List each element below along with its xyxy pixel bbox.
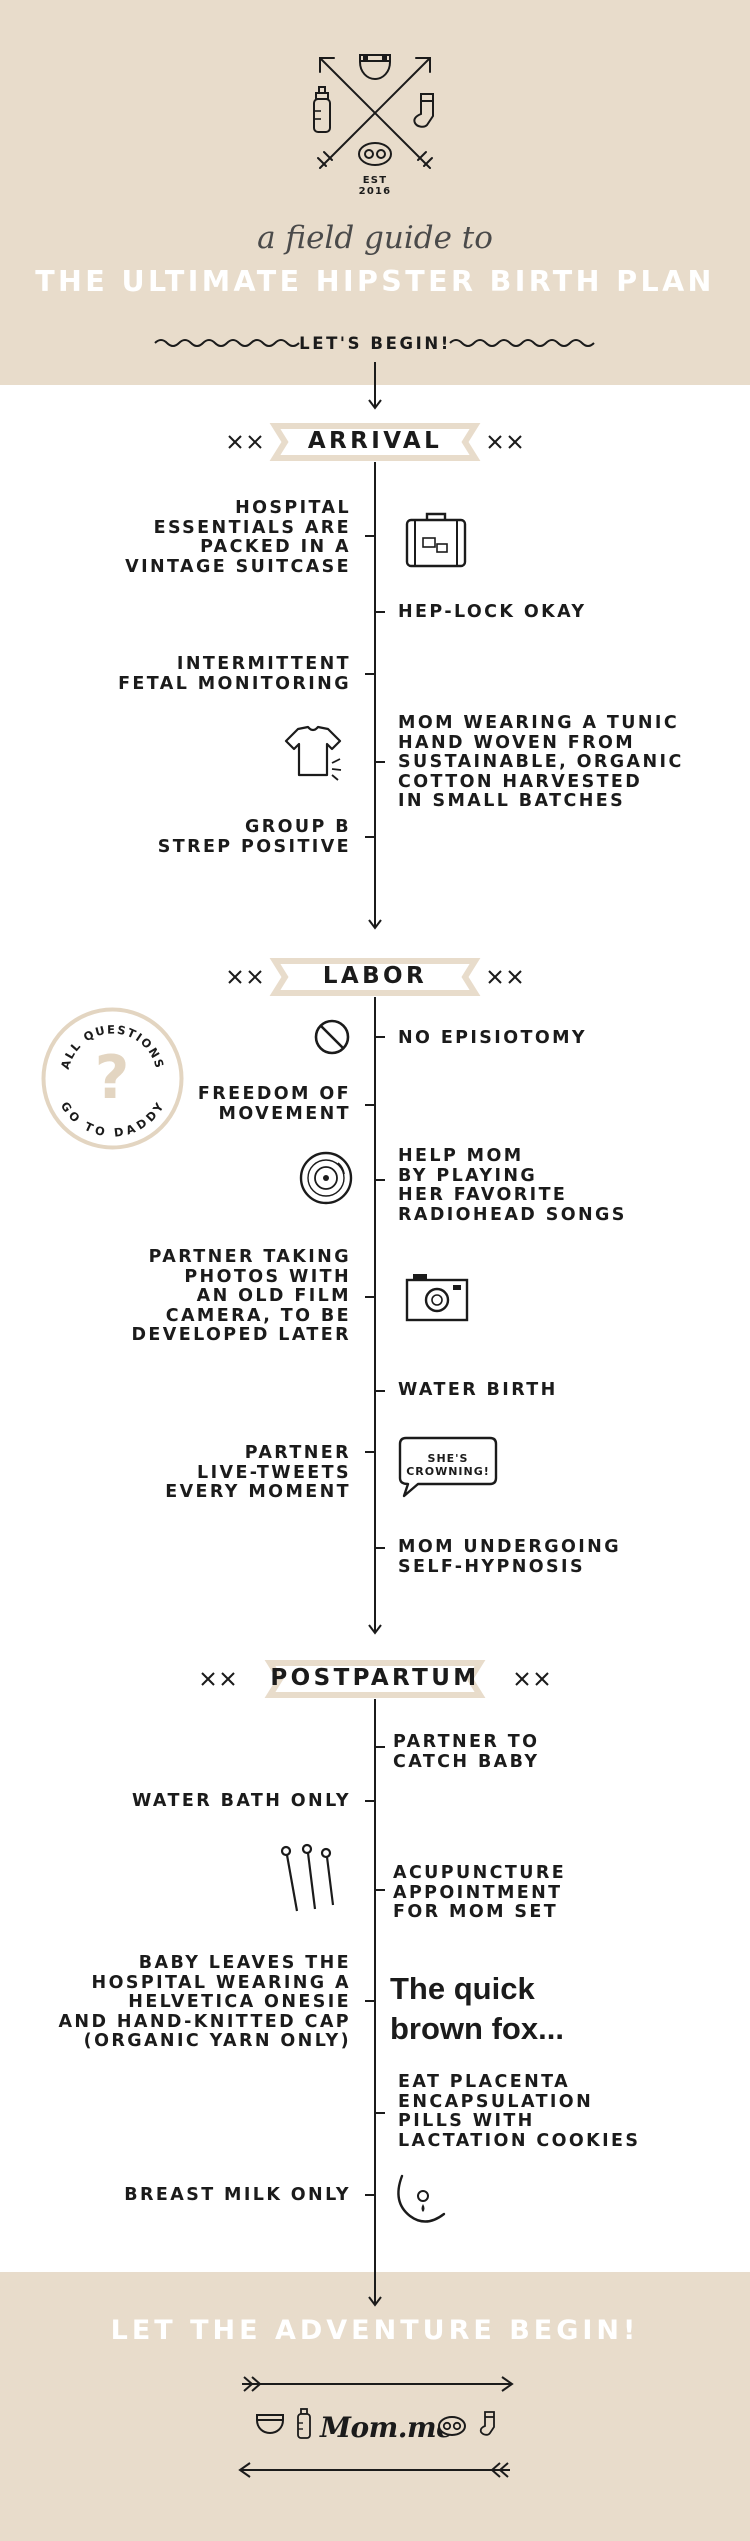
arrival-ribbon [228,423,522,461]
pacifier-icon [358,142,392,166]
crossed-arrows-logo [317,57,433,169]
item-breast-milk-text: BREAST MILK ONLY [124,2185,351,2205]
page-title: THE ULTIMATE HIPSTER BIRTH PLAN [35,265,715,298]
item-acupuncture-text: ACUPUNCTURE APPOINTMENT FOR MOM SET [393,1863,567,1922]
brand-logo-text: Mom.me [320,2411,454,2444]
labor-ribbon [228,958,522,996]
pacifier-icon [438,2416,466,2436]
badge-question-mark: ? [94,1043,130,1113]
item-movement-text: FREEDOM OF MOVEMENT [197,1084,351,1124]
timeline-labor [365,997,385,1635]
footer-arrow-top [242,2376,514,2392]
speech-bubble-text: SHE'S CROWNING! [406,1452,490,1478]
section-title-arrival: ARRIVAL [307,428,443,454]
wavy-line-left [154,339,300,347]
bottle-icon [313,86,331,133]
item-strep-text: GROUP B STREP POSITIVE [157,817,351,857]
item-water-birth-text: WATER BIRTH [398,1380,558,1400]
logo-year: EST 2016 [358,175,392,197]
item-heplock-text: HEP-LOCK OKAY [398,602,587,622]
item-onesie-text: BABY LEAVES THE HOSPITAL WEARING A HELVE… [58,1953,351,2051]
timeline-arrival [365,462,385,930]
timeline-connector-1 [368,362,382,410]
item-episiotomy-text: NO EPISIOTOMY [398,1028,587,1048]
begin-label: LET'S BEGIN! [299,334,451,353]
footer-title: LET THE ADVENTURE BEGIN! [110,2315,640,2346]
bottle-icon [297,2408,311,2439]
prohibited-icon [314,1019,350,1055]
vinyl-record-icon [299,1151,353,1205]
tshirt-icon [284,725,342,781]
item-tunic-text: MOM WEARING A TUNIC HAND WOVEN FROM SUST… [398,713,684,811]
item-bath-text: WATER BATH ONLY [132,1791,351,1811]
breast-icon [397,2174,446,2223]
item-photos-text: PARTNER TAKING PHOTOS WITH AN OLD FILM C… [131,1247,351,1345]
footer-arrow-bottom [238,2462,510,2478]
footer-band [0,2272,750,2541]
item-hypnosis-text: MOM UNDERGOING SELF-HYPNOSIS [398,1537,621,1577]
section-title-postpartum: POSTPARTUM [270,1665,480,1691]
intro-text: a field guide to [257,220,493,256]
timeline-postpartum [365,1699,385,2307]
item-placenta-text: EAT PLACENTA ENCAPSULATION PILLS WITH LA… [398,2072,641,2151]
section-title-labor: LABOR [322,963,428,989]
postpartum-ribbon [201,1660,549,1698]
acupuncture-needles-icon [280,1843,335,1912]
camera-icon [405,1274,469,1322]
diaper-icon [359,54,391,81]
diaper-icon [256,2414,284,2435]
speech-bubble-icon [398,1436,498,1498]
badge-ring: ALL QUESTIONS GO TO DADDY [41,1007,184,1150]
wavy-line-right [449,339,595,347]
item-suitcase-text: HOSPITAL ESSENTIALS ARE PACKED IN A VINT… [125,498,351,577]
helvetica-sample-text: The quick brown fox... [390,1971,564,2046]
item-radiohead-text: HELP MOM BY PLAYING HER FAVORITE RADIOHE… [398,1146,627,1225]
sock-icon [413,93,434,128]
suitcase-icon [405,512,467,568]
sock-icon [479,2411,495,2436]
item-fetal-text: INTERMITTENT FETAL MONITORING [118,654,351,694]
item-tweets-text: PARTNER LIVE-TWEETS EVERY MOMENT [165,1443,351,1502]
item-catch-text: PARTNER TO CATCH BABY [393,1732,540,1772]
